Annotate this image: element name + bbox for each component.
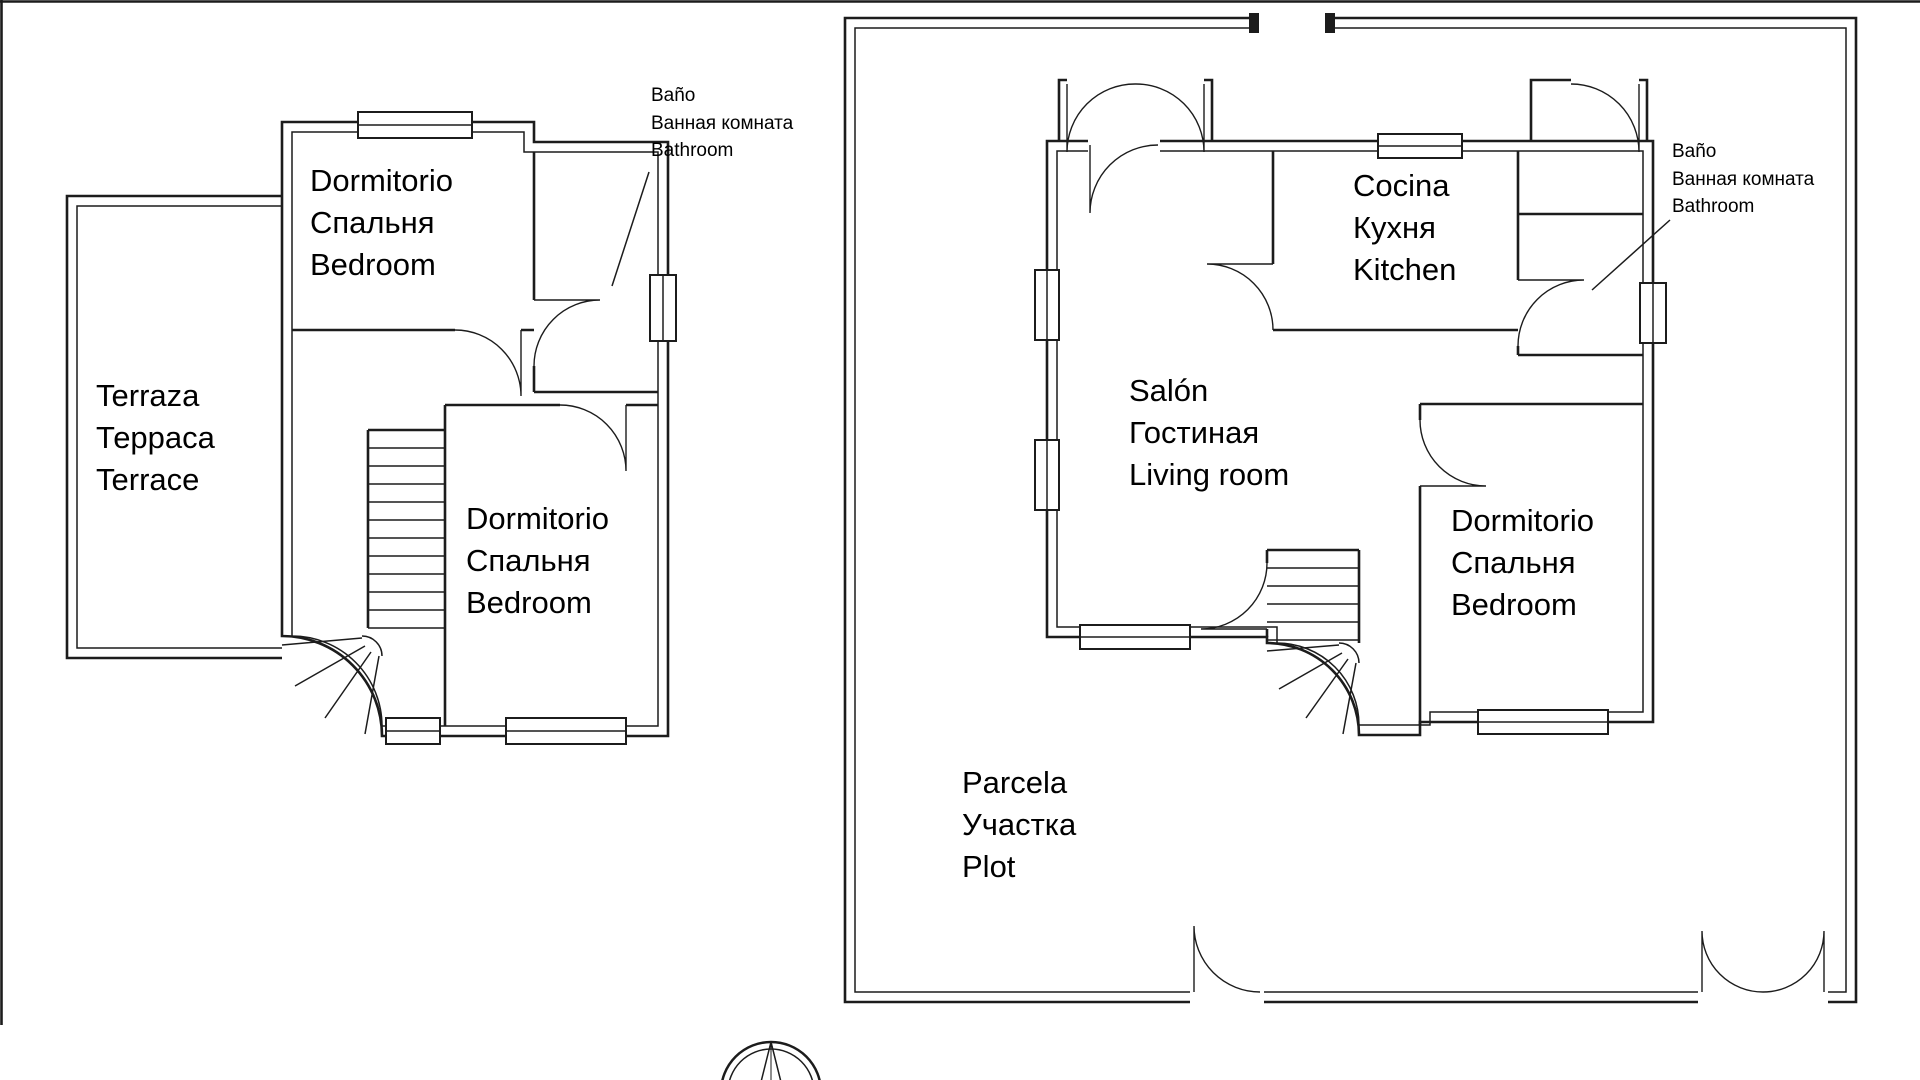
door-swings [1200,263,1585,630]
upper-floor-plan [65,111,677,745]
porch-walls [1057,78,1649,214]
bathroom-leader-line [1591,219,1671,291]
upper-bedroom-bottom-label: Dormitorio Спальня Bedroom [466,501,609,620]
kitchen-label: Cocina Кухня Kitchen [1353,168,1457,287]
interior-walls [1265,151,1643,725]
upper-bedroom-top-label: Dormitorio Спальня Bedroom [310,163,453,282]
ground-floor-plan [843,12,1858,1006]
living-room-label: Salón Гостиная Living room [1129,373,1290,492]
windows [357,111,677,745]
windows [1034,133,1667,735]
door-swings [454,299,627,472]
plot-walls [843,12,1858,1004]
exterior-walls [1045,139,1655,737]
ground-bathroom-callout: Baño Ванная комната Bathroom [1672,141,1815,218]
compass-rose-icon [721,1040,821,1080]
page-border [0,0,1920,1025]
staircase [281,447,445,735]
ground-bedroom-label: Dormitorio Спальня Bedroom [1451,503,1594,622]
terrace-walls [65,194,282,660]
plot-label: Parcela Участка Plot [962,765,1077,884]
interior-walls [292,152,658,726]
plot-gates [1190,925,1828,1006]
upper-bathroom-callout: Baño Ванная комната Bathroom [651,85,794,162]
staircase [1266,567,1360,735]
terrace-label: Terraza Терраса Terrace [96,378,215,497]
bathroom-leader-line [611,171,650,287]
